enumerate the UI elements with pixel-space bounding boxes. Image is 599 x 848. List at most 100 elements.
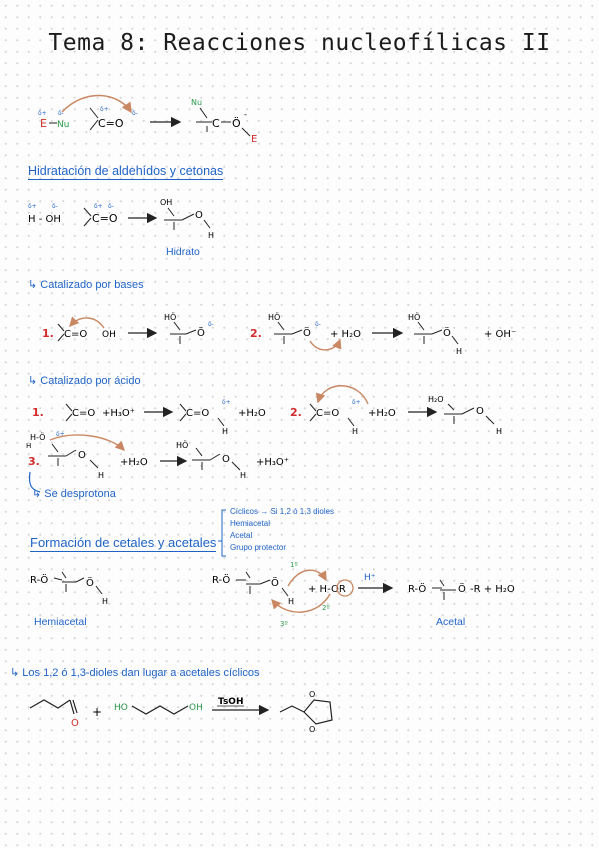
carbonyl: C=O xyxy=(186,408,209,419)
hydrogen-label: H xyxy=(26,442,31,450)
catalyst-tsoh: TsOH xyxy=(218,697,243,707)
step-number: 2. xyxy=(250,327,262,340)
hydrogen-label: H xyxy=(222,427,228,436)
hydroxyl-label: HÖ xyxy=(268,312,280,322)
oxygen-label: O xyxy=(222,454,230,465)
oxygen-label: O xyxy=(78,450,86,461)
water: + H₂O xyxy=(330,329,361,340)
water: +H₂O xyxy=(368,408,396,419)
hydrogen-label: H xyxy=(456,347,462,356)
step-number: 1. xyxy=(42,327,54,340)
bullet-item: Cíclicos → Si 1,2 ó 1,3 dioles xyxy=(230,507,335,516)
heading-acetals: Formación de cetales y acetales xyxy=(30,535,217,552)
heading-acid-text: Catalizado por ácido xyxy=(40,375,141,387)
step-order: 2º xyxy=(322,604,330,612)
water: H₂O xyxy=(428,395,444,404)
ring-oxygen: O xyxy=(309,725,315,734)
hydration-scheme: δ+ δ- H - OH δ+ δ- C=O OH O H xyxy=(28,198,214,240)
step-order: 3º xyxy=(280,620,288,628)
acetal-product: -R + H₂O xyxy=(470,584,515,595)
oxygen-label: Ö xyxy=(197,326,205,339)
oxonium-label: H-Ö xyxy=(30,432,45,442)
delta-neg: δ- xyxy=(208,321,214,328)
carbonyl: C=O xyxy=(92,212,118,225)
step-order: 1º xyxy=(290,561,298,569)
page-title: Tema 8: Reacciones nucleofílicas II xyxy=(48,30,551,56)
delta-pos: δ+ xyxy=(28,203,37,210)
hydrogen-label: H xyxy=(102,597,108,606)
hydroxyl-label: OH xyxy=(160,198,172,207)
note-deprotona-text: Se desprotona xyxy=(44,488,116,500)
oxygen-label: Ö xyxy=(303,326,311,339)
heading-hydration: Hidratación de aldehídos y cetonas xyxy=(28,164,224,180)
hydrogen-label: H xyxy=(240,471,246,480)
acid-scheme: 1. C=O +H₃O⁺ C=O δ+ H +H₂O 2. C=O δ+ H +… xyxy=(26,385,502,493)
alkoxy-group: R-Ö xyxy=(30,573,48,586)
water-formula: H - OH xyxy=(28,214,61,225)
water: +H₂O xyxy=(238,408,266,419)
hydroxyl-label: OH xyxy=(189,703,203,713)
arrow-hook-icon: ↳ xyxy=(28,375,41,387)
carbonyl: C=O xyxy=(64,329,87,340)
hydroxide: OH xyxy=(102,330,116,340)
acetal-bullets: Cíclicos → Si 1,2 ó 1,3 dioles Hemiaceta… xyxy=(230,506,334,554)
delta-neg: δ- xyxy=(315,321,321,328)
water: +H₂O xyxy=(120,457,148,468)
carbonyl: C=O xyxy=(72,408,95,419)
cyclic-acetal-scheme: O + HO OH TsOH O O xyxy=(29,690,333,734)
general-scheme: δ+ E δ- Nu δ+ C=O δ- Nu C Ö - E xyxy=(38,94,257,145)
base-scheme: 1. C=O OH HÖ Ö δ- 2. HÖ Ö δ- + H₂O HÖ Ö … xyxy=(42,312,516,356)
delta-pos: δ+ xyxy=(56,431,65,438)
acetal-scheme: R-Ö Ö H R-Ö Ö H 1º 2º 3º + H-OR H⁺ R-Ö Ö xyxy=(30,509,515,628)
hydronium: +H₃O⁺ xyxy=(102,408,135,419)
arrow-hook-icon: ↳ xyxy=(32,488,45,500)
bullet-item: Hemiacetal xyxy=(230,519,271,528)
delta-pos: δ+ xyxy=(38,110,47,117)
oxygen-label: Ö xyxy=(232,117,241,130)
carbonyl: C=O xyxy=(98,117,124,130)
oxygen-label: Ö xyxy=(443,326,451,339)
oxygen-label: O xyxy=(476,406,484,417)
delta-pos: δ+ xyxy=(352,399,361,406)
delta-pos: δ+ xyxy=(100,106,109,113)
plus-sign: + xyxy=(92,705,102,719)
delta-neg: δ- xyxy=(108,203,114,210)
oxygen-label: Ö xyxy=(271,576,279,589)
delta-pos: δ+ xyxy=(222,399,231,406)
hydroxyl-label: HÖ xyxy=(164,312,176,322)
oxygen-label: Ö xyxy=(458,582,466,595)
hydronium: +H₃O⁺ xyxy=(256,457,289,468)
step-number: 2. xyxy=(290,406,302,419)
step-number: 1. xyxy=(32,406,44,419)
heading-diols: ↳ Los 1,2 ó 1,3-dioles dan lugar a aceta… xyxy=(10,666,260,679)
electrophile-label: E xyxy=(40,117,47,130)
delta-neg: δ- xyxy=(58,110,64,117)
bullet-item: Acetal xyxy=(230,531,253,540)
caption-hidrato: Hidrato xyxy=(166,246,200,258)
hydrogen-label: H xyxy=(352,427,358,436)
nucleophile-label: Nu xyxy=(191,98,202,107)
step-number: 3. xyxy=(28,455,40,468)
heading-acid: ↳ Catalizado por ácido xyxy=(28,374,141,387)
caption-hemiacetal: Hemiacetal xyxy=(34,616,87,628)
hydrogen-label: H xyxy=(288,597,294,606)
heading-base: ↳ Catalizado por bases xyxy=(28,278,144,291)
hydroxyl-label: HÖ xyxy=(408,312,420,322)
carbonyl: C=O xyxy=(316,408,339,419)
carbon-label: C xyxy=(212,117,220,130)
oxygen-label: O xyxy=(195,210,203,221)
note-deprotona: ↳ Se desprotona xyxy=(32,487,116,500)
arrow-hook-icon: ↳ xyxy=(28,279,41,291)
alkoxy-group: R-Ö xyxy=(408,582,426,595)
delta-neg: δ- xyxy=(132,110,138,117)
heading-base-text: Catalizado por bases xyxy=(40,279,144,291)
carbonyl-oxygen: O xyxy=(71,718,79,729)
hydroxyl-label: HÖ xyxy=(176,440,188,450)
hydrogen-label: H xyxy=(98,471,104,480)
electrophile-label: E xyxy=(251,134,257,145)
heading-diols-text: Los 1,2 ó 1,3-dioles dan lugar a acetale… xyxy=(22,667,260,679)
alkoxy-group: R-Ö xyxy=(212,573,230,586)
acid-catalyst: H⁺ xyxy=(364,573,376,583)
nucleophile-label: Nu xyxy=(57,120,69,130)
